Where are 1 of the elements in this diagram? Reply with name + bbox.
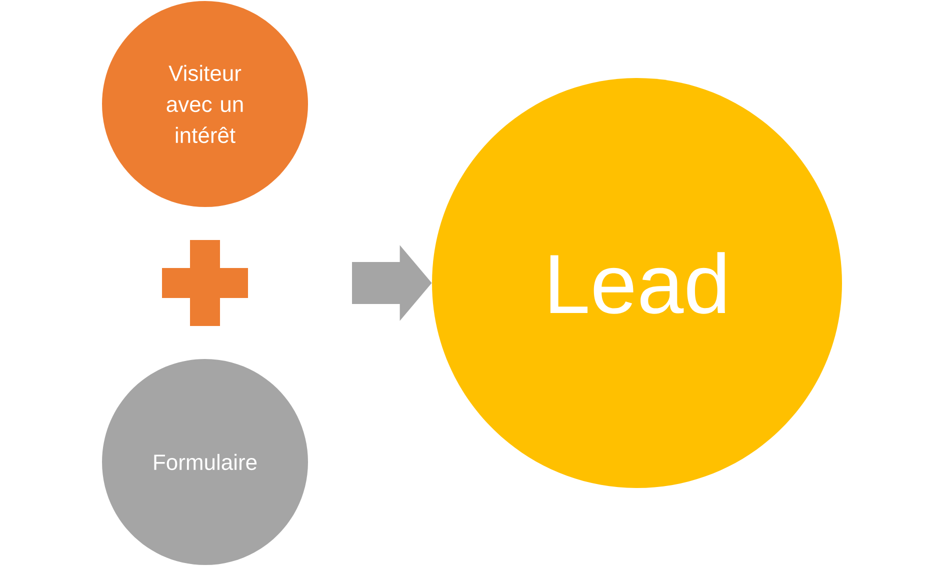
plus-sign xyxy=(162,240,248,326)
